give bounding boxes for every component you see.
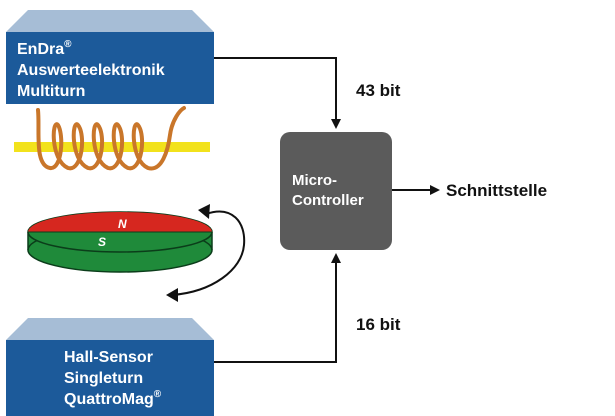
yellow-bar bbox=[14, 142, 210, 152]
coil-wire bbox=[36, 106, 186, 171]
hall-line1-label: Hall-Sensor bbox=[64, 349, 153, 366]
magnet-north-label: N bbox=[118, 217, 127, 231]
magnet-icon: N S bbox=[27, 211, 213, 273]
endra-brand-label: EnDra® bbox=[17, 39, 72, 58]
microcontroller-box: Micro- Controller bbox=[280, 132, 392, 250]
top-bits-label: 43 bit bbox=[356, 81, 401, 100]
rotation-arc bbox=[171, 210, 246, 296]
output-label: Schnittstelle bbox=[446, 181, 547, 200]
magnet-north-half bbox=[28, 212, 212, 232]
hall-line2-label: Singleturn bbox=[64, 370, 143, 387]
endra-box-top-bevel bbox=[6, 10, 214, 32]
endra-box: EnDra® Auswerteelektronik Multiturn bbox=[6, 10, 214, 104]
magnet-south-label: S bbox=[98, 235, 106, 249]
endra-line2-label: Auswerteelektronik bbox=[17, 62, 165, 79]
rotation-arrowhead-bottom bbox=[166, 288, 178, 302]
hall-sensor-box: Hall-Sensor Singleturn QuattroMag® bbox=[6, 318, 214, 416]
bottom-connection-arrow bbox=[214, 253, 341, 363]
rotation-arrow-icon bbox=[166, 204, 246, 302]
microcontroller-line2-label: Controller bbox=[292, 192, 364, 209]
coil-icon bbox=[14, 106, 210, 171]
microcontroller-body bbox=[280, 132, 392, 250]
bottom-bits-label: 16 bit bbox=[356, 315, 401, 334]
endra-line3-label: Multiturn bbox=[17, 83, 85, 100]
rotation-arrowhead-top bbox=[198, 204, 210, 219]
hall-box-top-bevel bbox=[6, 318, 214, 340]
hall-line3-label: QuattroMag® bbox=[64, 389, 162, 408]
hall-box-face bbox=[6, 340, 214, 416]
microcontroller-line1-label: Micro- bbox=[292, 172, 337, 189]
top-connection-arrow bbox=[214, 57, 341, 129]
endra-box-face bbox=[6, 32, 214, 104]
